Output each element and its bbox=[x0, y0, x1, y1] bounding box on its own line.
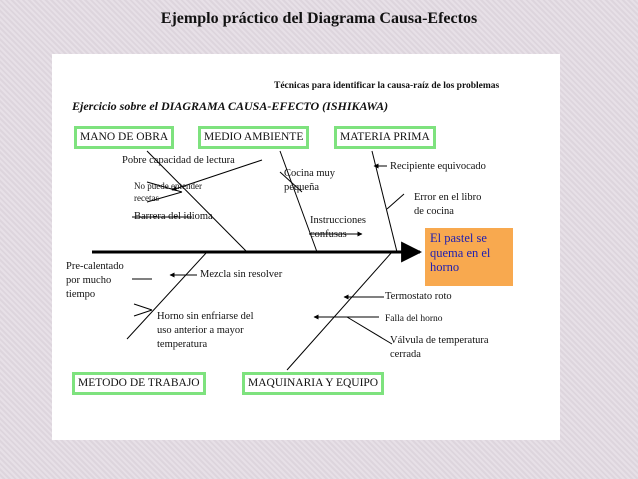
cause-precalentado-line3: tiempo bbox=[66, 289, 96, 300]
bone-metodo bbox=[126, 251, 208, 340]
cause-cocina-line1: Cocina muy bbox=[284, 168, 336, 179]
cause-error-libro-line2: de cocina bbox=[414, 206, 454, 217]
cause-valvula-line2: cerrada bbox=[390, 349, 421, 360]
cause-error-libro-line1: Error en el libro bbox=[414, 192, 482, 203]
cause-precalentado-line2: por mucho bbox=[66, 275, 112, 286]
cause-horno-line3: temperatura bbox=[157, 339, 208, 350]
cause-falla-horno: Falla del horno bbox=[385, 314, 443, 324]
cause-instrucciones-line1: Instrucciones bbox=[310, 215, 366, 226]
bone-maquinaria bbox=[286, 251, 393, 371]
bone-mano-de-obra bbox=[146, 150, 248, 253]
cause-instrucciones-line2: confusas bbox=[310, 229, 347, 240]
bone-medio-ambiente bbox=[279, 150, 318, 253]
cause-precalentado-line1: Pre-calentado bbox=[66, 261, 124, 272]
diagram-panel: Técnicas para identificar la causa-raíz … bbox=[52, 54, 560, 440]
category-medio-ambiente: MEDIO AMBIENTE bbox=[198, 126, 310, 149]
effect-box: El pastel se quema en el horno bbox=[425, 228, 513, 286]
category-maquinaria-y-equipo: MAQUINARIA Y EQUIPO bbox=[242, 372, 385, 395]
category-mano-de-obra: MANO DE OBRA bbox=[74, 126, 175, 149]
cause-no-puede-entender-line2: recetas bbox=[134, 193, 159, 203]
cause-mezcla: Mezcla sin resolver bbox=[200, 269, 283, 280]
cause-termostato: Termostato roto bbox=[385, 291, 452, 302]
cause-cocina-line2: pequeña bbox=[284, 182, 319, 193]
cause-pobre-capacidad: Pobre capacidad de lectura bbox=[122, 155, 235, 166]
cause-valvula-line1: Válvula de temperatura bbox=[390, 335, 489, 346]
slide-title: Ejemplo práctico del Diagrama Causa-Efec… bbox=[160, 10, 478, 27]
cause-no-puede-entender-line1: No puede entender bbox=[134, 181, 202, 191]
cause-horno-line1: Horno sin enfriarse del bbox=[157, 311, 254, 322]
fishbone-lines bbox=[92, 150, 423, 371]
category-materia-prima: MATERIA PRIMA bbox=[334, 126, 436, 149]
cause-recipiente: Recipiente equivocado bbox=[390, 161, 486, 172]
cause-barrera-idioma: Barrera del idioma bbox=[134, 211, 213, 222]
cause-horno-line2: uso anterior a mayor bbox=[157, 325, 244, 336]
exercise-title: Ejercicio sobre el DIAGRAMA CAUSA-EFECTO… bbox=[72, 99, 389, 113]
effect-text: El pastel se quema en el horno bbox=[430, 231, 491, 274]
subtitle: Técnicas para identificar la causa-raíz … bbox=[274, 81, 500, 91]
category-metodo-de-trabajo: METODO DE TRABAJO bbox=[72, 372, 206, 395]
